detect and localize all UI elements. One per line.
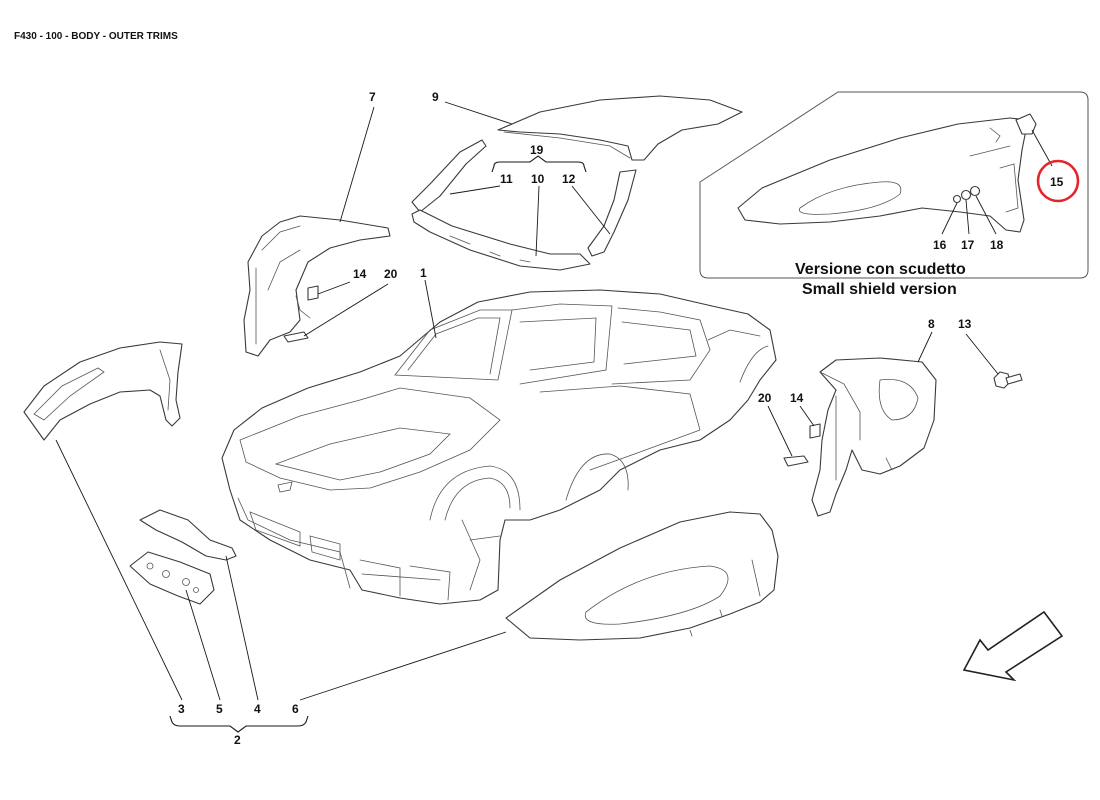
windshield-frame-assembly: 19 11 10 12 [411, 139, 637, 271]
lower-panel-5 [129, 551, 215, 605]
fastener-16 [952, 194, 962, 204]
right-small-parts: 14 20 [758, 391, 821, 467]
callout-3: 3 [178, 702, 185, 716]
bracket-14-right [809, 423, 821, 439]
left-rear-inner-panel: 7 [243, 90, 391, 357]
fastener-17 [960, 189, 972, 201]
diagram-title: F430 - 100 - BODY - OUTER TRIMS [14, 31, 178, 42]
callout-4: 4 [254, 702, 261, 716]
roof-panel: 9 [432, 90, 743, 161]
callout-17: 17 [961, 238, 975, 252]
windshield-side-trim-12 [587, 169, 637, 257]
side-skirt-panel [505, 511, 779, 641]
inset-small-shield-version: 15 16 17 18 Versione con scudetto Small … [699, 91, 1089, 298]
bracket-2 [169, 715, 309, 733]
bracket-14-left [307, 285, 319, 301]
shield-badge [1015, 113, 1037, 135]
callout-11: 11 [500, 172, 513, 186]
callout-8: 8 [928, 317, 935, 331]
callout-6: 6 [292, 702, 299, 716]
callout-7: 7 [369, 90, 376, 104]
upper-panel-4 [139, 509, 237, 561]
bottom-callouts: 3 5 4 6 2 [55, 439, 507, 747]
bracket-19 [491, 155, 587, 173]
inset-caption-english: Small shield version [802, 281, 957, 298]
seal-20-left [283, 331, 309, 343]
front-fender [23, 341, 183, 441]
car-body-shell: 1 [221, 266, 777, 605]
highlight-ring-15 [1036, 159, 1080, 203]
callout-12: 12 [562, 172, 576, 186]
callout-14-right: 14 [790, 391, 804, 405]
screw-13: 13 [958, 317, 1023, 389]
orientation-arrow [962, 610, 1064, 682]
callout-18: 18 [990, 238, 1004, 252]
inset-rear-wing [737, 117, 1029, 233]
fastener-18 [969, 185, 981, 197]
callout-13: 13 [958, 317, 972, 331]
callout-20-left: 20 [384, 267, 398, 281]
left-small-parts: 14 20 [283, 267, 398, 343]
right-rear-inner-panel: 8 [811, 317, 937, 517]
callout-1: 1 [420, 266, 427, 280]
callout-20-right: 20 [758, 391, 772, 405]
inset-frame [699, 91, 1089, 279]
callout-15: 15 [1050, 175, 1064, 189]
callout-2: 2 [234, 733, 241, 747]
callout-19: 19 [530, 143, 544, 157]
callout-5: 5 [216, 702, 223, 716]
callout-16: 16 [933, 238, 947, 252]
callout-10: 10 [531, 172, 545, 186]
inset-caption-italian: Versione con scudetto [795, 261, 966, 278]
front-inner-pieces [129, 509, 237, 605]
callout-9: 9 [432, 90, 439, 104]
seal-20-right [783, 455, 809, 467]
callout-14-left: 14 [353, 267, 367, 281]
header-trim-10 [411, 209, 591, 271]
windshield-side-trim-11 [411, 139, 487, 213]
